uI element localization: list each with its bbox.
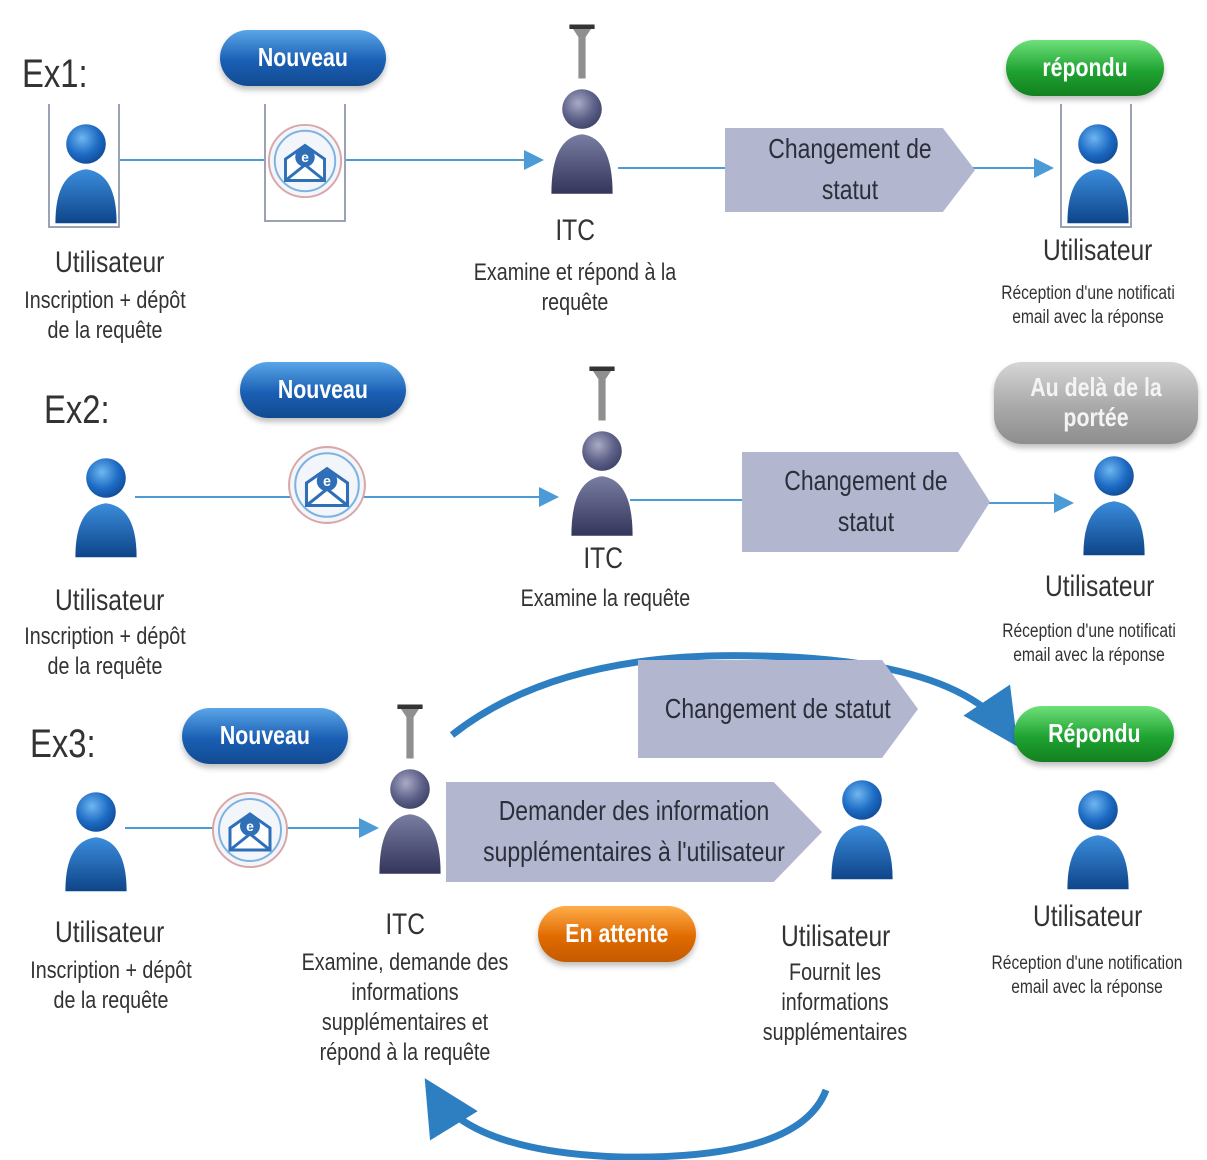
ex2-user-start-name: Utilisateur [55,584,165,617]
ex3-responded-badge: Répondu [1014,706,1174,762]
ex3-pending-badge: En attente [538,906,696,962]
ex3-request-info-arrow: Demander des information supplémentaires… [446,782,822,882]
ex2-status-change-arrow: Changement de statut [742,452,990,552]
ex3-itc-name: ITC [385,908,425,941]
itc-agent-icon [546,10,618,210]
ex2-new-badge: Nouveau [240,362,406,418]
user-icon [50,112,122,230]
ex3-label: Ex3: [30,722,96,766]
ex1-user-start-desc: Inscription + dépôt de la requête [24,287,186,344]
email-envelope-icon [210,790,290,870]
email-envelope-icon [286,444,368,526]
ex3-curve-return [424,1078,830,1160]
ex1-user-start-frame [48,104,120,228]
user-icon [60,780,132,898]
ex3-itc-desc: Examine, demande des informations supplé… [301,949,509,1066]
ex1-status-change-arrow: Changement de statut [725,128,975,212]
email-envelope-icon [266,122,344,200]
ex3-status-change-arrow: Changement de statut [638,660,918,758]
ex1-itc-name: ITC [555,214,595,247]
ex1-user-end-name: Utilisateur [1042,234,1153,267]
ex1-itc-desc: Examine et répond à la requête [473,259,677,316]
ex2-label: Ex2: [44,388,110,432]
ex1-responded-badge: répondu [1006,40,1164,96]
ex2-out-of-scope-badge: Au delà de la portée [994,362,1198,444]
ex2-itc-desc: Examine la requête [520,585,690,612]
user-icon [1062,778,1134,896]
ex1-user-end-frame [1060,104,1132,228]
user-icon [70,446,142,564]
ex1-new-badge: Nouveau [220,30,386,86]
ex3-curve-to-responded [449,652,1018,747]
ex1-user-end-desc: Réception d'une notificati email avec la… [1001,283,1175,328]
ex3-user-start-desc: Inscription + dépôt de la requête [30,957,192,1014]
ex3-new-badge: Nouveau [182,708,348,764]
ex3-user-end-desc: Réception d'une notification email avec … [991,953,1183,998]
itc-agent-icon [374,690,446,890]
ex3-user-middle-desc: Fournit les informations supplémentaires [762,959,908,1046]
user-icon [826,768,898,886]
ex2-itc-name: ITC [583,542,623,575]
ex2-user-start-desc: Inscription + dépôt de la requête [24,623,186,680]
user-icon [1078,444,1150,562]
ex1-user-start-name: Utilisateur [55,246,165,279]
ex1-label: Ex1: [22,52,88,96]
ex3-user-end-name: Utilisateur [1032,900,1143,933]
ex3-user-start-name: Utilisateur [55,916,165,949]
user-icon [1062,112,1134,230]
ex2-user-end-desc: Réception d'une notificati email avec la… [1002,621,1176,666]
ex3-user-middle-name: Utilisateur [781,920,891,953]
itc-agent-icon [566,352,638,552]
ex2-user-end-name: Utilisateur [1044,570,1155,603]
